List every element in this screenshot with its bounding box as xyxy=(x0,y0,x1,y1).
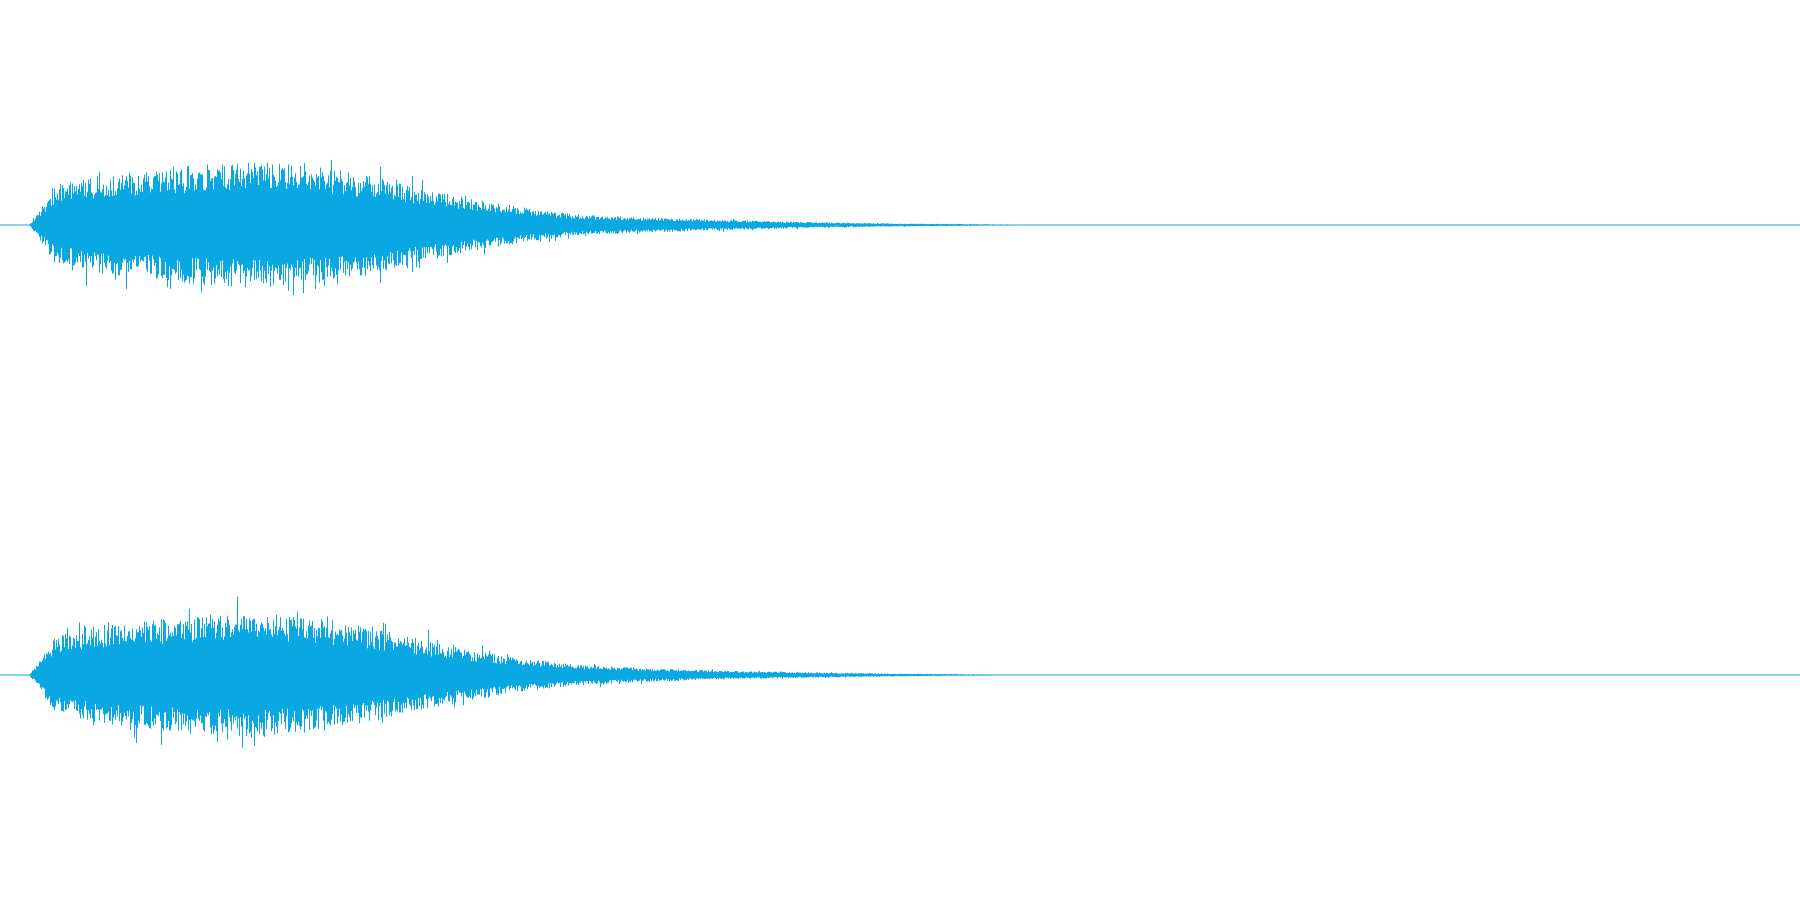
channel-1-signal-core xyxy=(28,190,1096,260)
channel-2-signal-core xyxy=(28,640,1096,710)
channel-1-waveform xyxy=(0,159,1800,296)
channel-2-waveform xyxy=(0,596,1800,748)
